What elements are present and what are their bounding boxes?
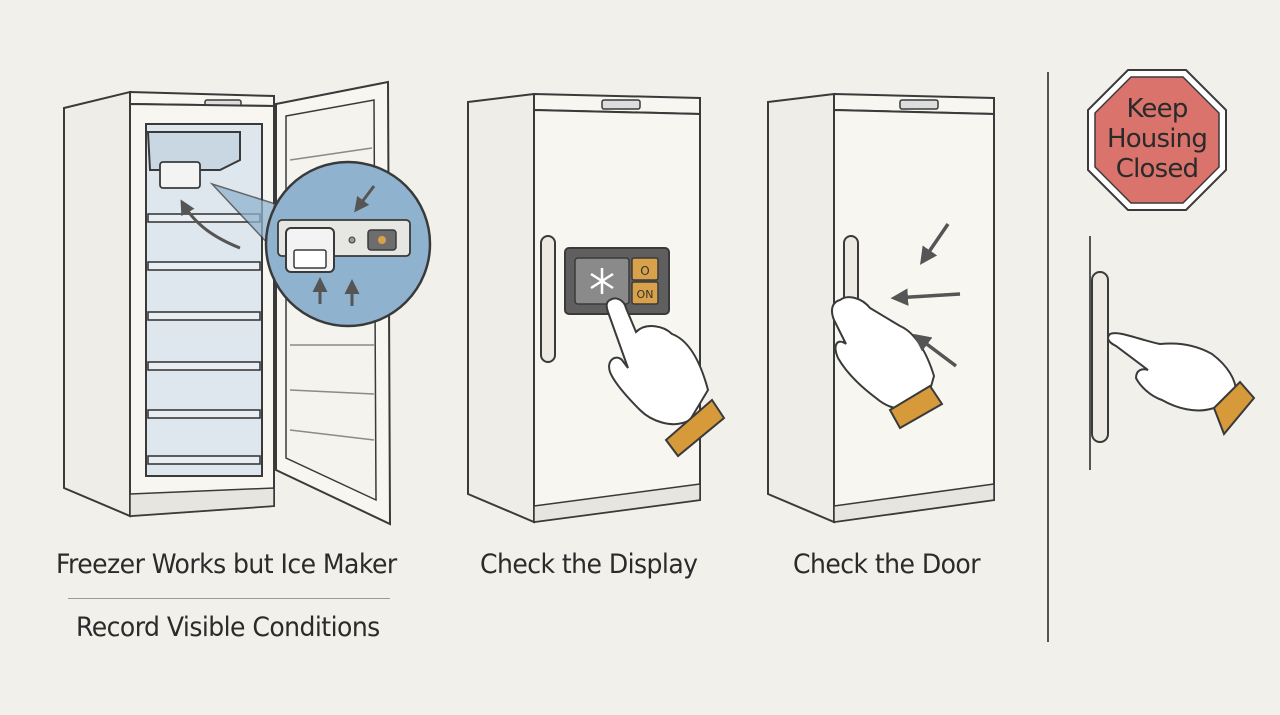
switch-on [631, 281, 659, 305]
warning-sign [1087, 69, 1227, 211]
switch-off-label: O [640, 264, 649, 278]
press-arrows [890, 223, 961, 368]
handle-closeup-illustration [1089, 236, 1256, 470]
sign-line: Housing [1106, 124, 1208, 154]
door-handle [1091, 271, 1109, 443]
switch-off [631, 257, 659, 281]
caption-divider [68, 598, 390, 599]
sleeve-cuff [664, 398, 726, 458]
sign-line: Closed [1115, 154, 1199, 184]
sleeve-cuff [1212, 380, 1256, 436]
freezer-shelves [147, 213, 261, 465]
open-freezer-illustration [63, 80, 432, 526]
pressing-hand [831, 296, 944, 430]
ice-maker-unit [159, 161, 201, 189]
sleeve-cuff [888, 384, 944, 430]
door-freezer-illustration [767, 92, 995, 524]
panel-3-caption: Check the Door [793, 549, 981, 580]
ice-maker-housing [146, 131, 241, 171]
snowflake-icon [590, 268, 614, 294]
panel-1-subcaption: Record Visible Conditions [76, 612, 380, 643]
sign-text: Keep Housing Closed [1092, 94, 1222, 184]
sign-line: Keep [1126, 94, 1188, 124]
sign-octagon [1094, 76, 1220, 204]
panel-2-caption: Check the Display [480, 549, 698, 580]
pointing-hand [1107, 332, 1238, 412]
zoom-callout [264, 160, 432, 328]
door-handle [540, 235, 556, 363]
pointing-hand [605, 297, 726, 458]
switch-on-label: ON [637, 288, 654, 301]
pointer-arrow [180, 199, 241, 250]
display-freezer-illustration: O ON [467, 92, 726, 524]
panel-1-caption: Freezer Works but Ice Maker [56, 549, 397, 580]
